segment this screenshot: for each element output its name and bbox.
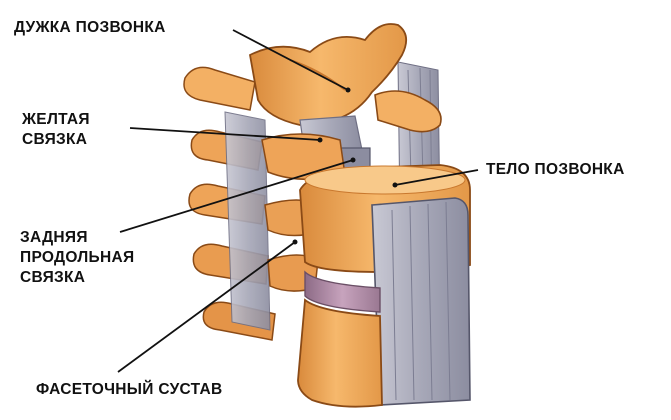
label-vertebral-arch: ДУЖКА ПОЗВОНКА — [14, 18, 166, 38]
label-vertebral-body: ТЕЛО ПОЗВОНКА — [486, 160, 625, 180]
label-ligamentum-flavum: ЖЕЛТАЯ СВЯЗКА — [22, 110, 90, 150]
label-line: СВЯЗКА — [22, 131, 88, 148]
leader-lines — [117, 29, 479, 373]
label-facet-joint: ФАСЕТОЧНЫЙ СУСТАВ — [36, 380, 222, 400]
transverse-process-upper — [374, 90, 442, 133]
label-line: ФАСЕТОЧНЫЙ СУСТАВ — [36, 381, 223, 398]
label-posterior-longitudinal-ligament: ЗАДНЯЯ ПРОДОЛЬНАЯ СВЯЗКА — [20, 228, 134, 288]
leader-vertebral-body — [394, 169, 479, 186]
label-line: ЖЕЛТАЯ — [22, 111, 90, 128]
lateral-ligament — [224, 111, 271, 331]
label-line: ПРОДОЛЬНАЯ — [20, 249, 135, 266]
leader-yellow-ligament — [129, 127, 321, 141]
label-line: ТЕЛО ПОЗВОНКА — [486, 161, 625, 178]
vertebral-body-lower — [297, 298, 383, 408]
label-line: СВЯЗКА — [20, 269, 86, 286]
anterior-longitudinal-ligament — [371, 197, 471, 406]
label-line: ДУЖКА ПОЗВОНКА — [14, 19, 166, 36]
leader-facet-joint — [117, 241, 296, 373]
leader-arch — [232, 29, 349, 91]
intervertebral-disc — [304, 270, 381, 313]
leader-posterior-ligament — [119, 159, 354, 233]
label-line: ЗАДНЯЯ — [20, 229, 88, 246]
